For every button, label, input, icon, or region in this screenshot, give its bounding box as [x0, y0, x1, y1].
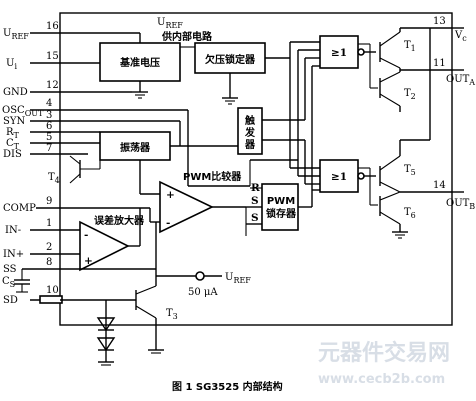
pin-ss: SS 8 — [3, 257, 60, 275]
current-source — [195, 271, 205, 281]
t2-label: T2 — [404, 88, 416, 101]
or-gate-b-label: ≥1 — [331, 171, 347, 183]
trigger-block — [237, 107, 263, 155]
pin-gnd-num: 12 — [46, 80, 59, 91]
error-amplifier — [79, 220, 130, 272]
pin-syn: SYN 3 — [3, 110, 60, 127]
pin-in-minus-label: IN- — [5, 225, 21, 236]
diode-2 — [96, 337, 116, 352]
pin-cs-cap: CS — [2, 269, 30, 293]
pin-uref-num: 16 — [46, 21, 59, 32]
pwm-latch-block — [261, 183, 299, 231]
pin-dis: DIS 7 — [3, 143, 60, 160]
or-gate-b — [319, 159, 359, 193]
oscillator-label: 振荡器 — [120, 141, 151, 154]
uvlo-label: 欠压锁定器 — [205, 53, 256, 66]
trigger-label: 触发器 — [244, 114, 256, 151]
pwm-comp-plus: + — [166, 189, 175, 201]
pin-osc-out-label: OSCOUT — [2, 105, 44, 118]
pin-outb-num: 14 — [433, 180, 446, 191]
pin-osc-out-num: 4 — [46, 98, 52, 109]
or-gate-a — [319, 35, 359, 69]
pin-osc-out: OSCOUT 4 — [2, 98, 60, 118]
pin-syn-num: 3 — [46, 110, 52, 121]
pin-vc-num: 13 — [433, 16, 446, 27]
pin-uref-label: UREF — [3, 28, 29, 41]
uref-src-label: UREF — [225, 272, 251, 285]
pin-sd-label: SD — [3, 295, 18, 306]
t4-label: T4 — [48, 172, 60, 185]
watermark-text: 元器件交易网 — [318, 340, 450, 366]
pin-gnd-label: GND — [3, 87, 28, 98]
t5-label: T5 — [404, 164, 416, 177]
pin-cs-label: CS — [2, 276, 15, 289]
pin-outa-label: OUTA — [446, 74, 475, 87]
pin-sd: SD 10 — [3, 285, 63, 306]
pin-comp-num: 9 — [46, 196, 52, 207]
pin-uref: UREF 16 — [3, 21, 60, 41]
pin-ui-label: Ui — [6, 58, 17, 71]
latch-s1-label: S — [251, 195, 259, 207]
pin-vc: 13 Vc — [433, 16, 467, 43]
watermark-url: www.cecb2b.com — [318, 372, 445, 387]
t6-label: T6 — [404, 207, 416, 220]
pin-outb: 14 OUTB — [433, 180, 475, 211]
pin-rt: RT 6 — [6, 121, 60, 140]
uref-top-label: UREF — [157, 17, 183, 30]
pin-vc-label: Vc — [454, 30, 467, 43]
pin-ss-label: SS — [3, 264, 17, 275]
pin-in-minus: IN- 1 — [5, 218, 60, 236]
reference-voltage-block — [99, 42, 181, 82]
pwm-comp-minus: - — [166, 217, 170, 229]
pin-gnd: GND 12 — [3, 80, 60, 98]
or-gate-a-label: ≥1 — [331, 47, 347, 59]
pin-outa: 11 OUTA — [433, 58, 475, 87]
pin-dis-num: 7 — [46, 143, 52, 154]
pin-ct-label: CT — [6, 138, 20, 151]
reference-voltage-label: 基准电压 — [119, 56, 160, 69]
pin-comp-label: COMP — [3, 203, 36, 214]
pin-outa-num: 11 — [433, 58, 446, 69]
t1-label: T1 — [404, 40, 416, 53]
error-amplifier-label: 误差放大器 — [94, 214, 145, 227]
pin-sd-num: 10 — [46, 285, 59, 296]
pin-ss-num: 8 — [46, 257, 52, 268]
pin-in-plus-label: IN+ — [3, 249, 24, 260]
chip-outline — [59, 12, 453, 326]
pin-ui-num: 15 — [46, 51, 59, 62]
pin-outb-label: OUTB — [446, 198, 475, 211]
pin-in-plus: IN+ 2 — [3, 242, 60, 260]
t3-label: T3 — [166, 308, 178, 321]
pin-in-minus-num: 1 — [46, 218, 52, 229]
pwm-comparator-label: PWM比较器 — [183, 170, 242, 183]
pwm-comparator — [159, 180, 214, 234]
pin-ct-num: 5 — [46, 132, 52, 143]
pin-rt-num: 6 — [46, 121, 52, 132]
pin-ui: Ui 15 — [6, 51, 60, 71]
pin-dis-label: DIS — [3, 149, 22, 160]
internal-supply-label: 供内部电路 — [161, 30, 213, 43]
pin-comp: COMP 9 — [3, 196, 60, 214]
pin-in-plus-num: 2 — [46, 242, 52, 253]
diode-1 — [96, 317, 116, 332]
latch-s2-label: S — [251, 212, 259, 224]
current-source-label: 50 μA — [188, 287, 218, 298]
err-amp-plus: + — [84, 255, 93, 267]
uvlo-block — [194, 42, 266, 74]
pin-ct: CT 5 — [6, 132, 60, 151]
figure-caption: 图 1 SG3525 内部结构 — [172, 380, 283, 393]
pin-syn-label: SYN — [3, 116, 25, 127]
err-amp-minus: - — [84, 229, 88, 241]
pin-rt-label: RT — [6, 127, 20, 140]
oscillator-block — [99, 131, 171, 161]
